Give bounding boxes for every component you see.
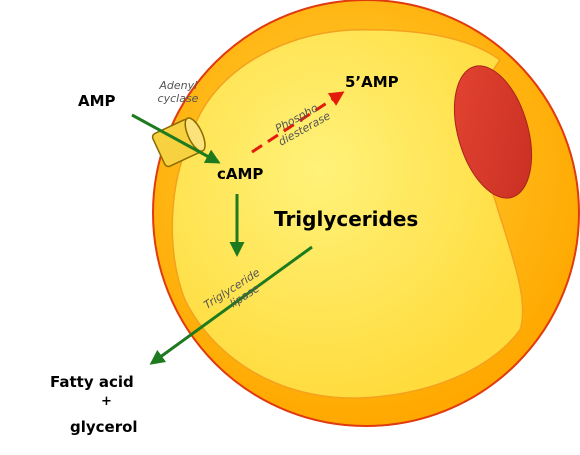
- cytoplasm-lipid-droplet: [171, 29, 524, 399]
- arrow-triglycerides-to-fatty-acid: [149, 245, 313, 365]
- label-5-amp: 5’AMP: [345, 73, 399, 91]
- label-glycerol: glycerol: [70, 418, 138, 436]
- label-fatty-acid: Fatty acid: [50, 373, 134, 391]
- label-amp: AMP: [78, 92, 116, 110]
- arrow-amp-to-camp: [131, 113, 221, 164]
- label-camp: cAMP: [217, 165, 264, 183]
- label-plus: +: [101, 394, 112, 409]
- nucleus: [453, 65, 533, 199]
- label-triglycerides: Triglycerides: [274, 207, 419, 231]
- enzyme-label-adenyl-cyclase: Adenyl cyclase: [158, 79, 201, 105]
